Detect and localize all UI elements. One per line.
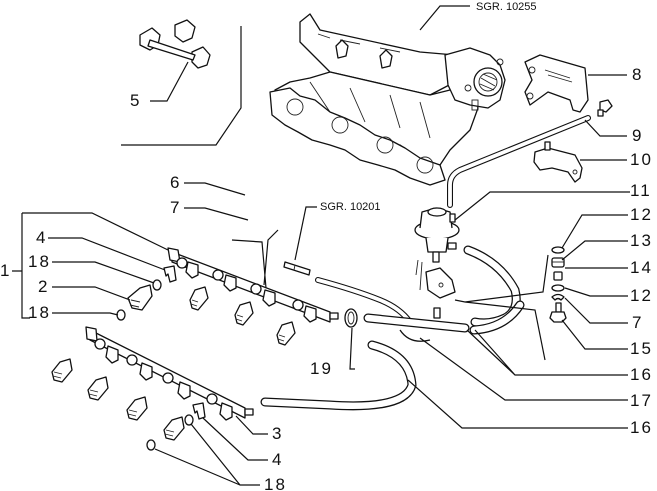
part-fitting-small <box>597 99 613 117</box>
part-10-bracket <box>533 141 583 183</box>
parts-12-15-mount-stack <box>549 246 567 323</box>
callout-7: 7 <box>632 313 643 332</box>
part-9-vacuum-tube <box>447 115 591 208</box>
callout-4: 4 <box>36 228 47 247</box>
callout-3: 3 <box>272 424 283 443</box>
injectors-upper-row <box>189 286 296 346</box>
part-17-hose-ring <box>363 307 470 342</box>
callout-11: 11 <box>630 181 652 200</box>
callout-10: 10 <box>630 150 653 169</box>
part-5-double-clip <box>139 19 211 69</box>
callout-2: 2 <box>38 277 49 296</box>
part-8-bracket <box>524 54 589 113</box>
callout-18: 18 <box>28 303 51 322</box>
intake-manifold <box>269 13 506 186</box>
callout-6: 6 <box>170 173 181 192</box>
injector <box>87 376 109 401</box>
part-19-hose-clamp <box>344 308 358 328</box>
injector <box>126 396 148 421</box>
part-18-oring <box>116 309 126 321</box>
fuel-line-stub <box>283 261 311 276</box>
injector <box>234 301 254 326</box>
part-18-oring <box>146 439 156 451</box>
injector <box>51 358 73 383</box>
callout-15: 15 <box>630 339 653 358</box>
injectors-lower-row <box>51 358 185 441</box>
callout-12: 12 <box>630 286 653 305</box>
callout-16: 16 <box>630 418 653 437</box>
divider-line <box>121 26 242 146</box>
callout-14: 14 <box>630 258 653 277</box>
part-18-oring <box>184 414 194 426</box>
leader-lines <box>12 5 630 486</box>
callout-9: 9 <box>632 126 643 145</box>
injector <box>276 321 296 346</box>
callout-5: 5 <box>130 91 141 110</box>
part-2-injector <box>127 284 153 311</box>
callout-13: 13 <box>630 231 653 250</box>
ref-sgr-10201: SGR. 10201 <box>320 201 381 213</box>
callout-4: 4 <box>272 450 283 469</box>
callout-18: 18 <box>264 475 287 491</box>
callout-18: 18 <box>28 252 51 271</box>
fuel-rail-upper <box>167 247 339 323</box>
callout-17: 17 <box>630 391 653 410</box>
part-16-hose-feed <box>315 277 413 325</box>
callout-8: 8 <box>632 65 643 84</box>
part-16-hose-segment <box>469 300 525 335</box>
injector <box>163 416 185 441</box>
callout-7: 7 <box>170 198 181 217</box>
callout-19: 19 <box>310 359 333 378</box>
part-4-clip-lower <box>192 402 206 420</box>
part-11-pressure-regulator <box>414 207 460 299</box>
callout-1: 1 <box>0 261 11 280</box>
callout-12: 12 <box>630 205 653 224</box>
part-4-clip-upper <box>163 265 177 283</box>
ref-sgr-10255: SGR. 10255 <box>476 1 537 13</box>
injector <box>189 286 209 311</box>
callout-16: 16 <box>630 365 653 384</box>
part-18-oring <box>152 279 162 291</box>
part-16-hose-return <box>260 340 417 411</box>
fuel-rail-lower <box>85 326 254 421</box>
